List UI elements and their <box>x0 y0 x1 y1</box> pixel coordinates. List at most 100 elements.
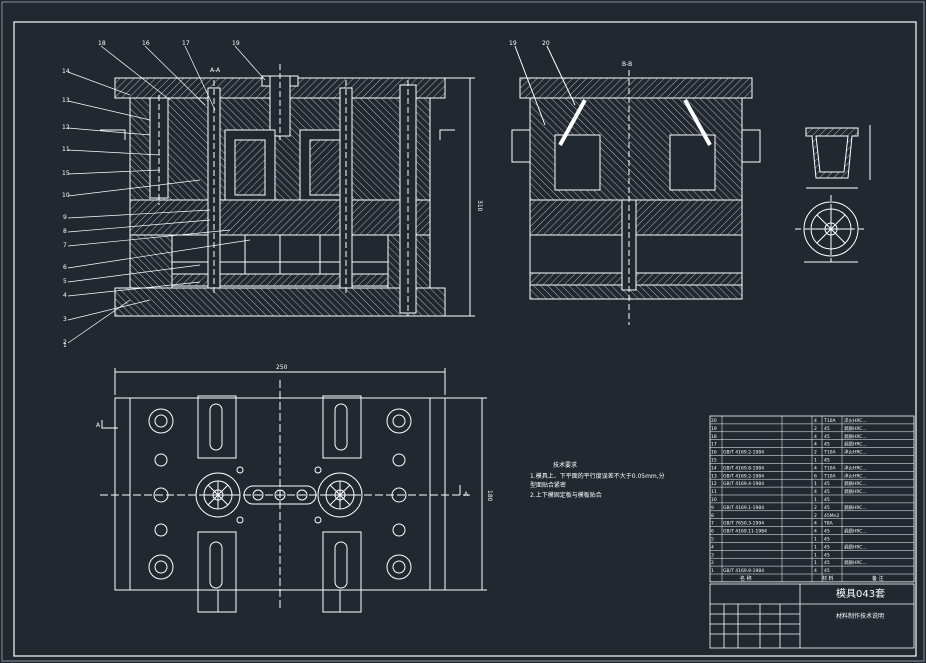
bom-cell: 45 <box>824 537 830 543</box>
bom-cell: 调质HRC... <box>844 433 867 440</box>
callout-19: 19 <box>232 40 240 47</box>
bom-cell: T10A <box>823 473 836 479</box>
tech-notes-line2: 型面贴合紧密 <box>530 481 566 489</box>
tech-notes-title: 技术要求 <box>553 461 577 469</box>
section-bb-labels: B-B 19 20 <box>509 40 632 68</box>
bom-cell: 8 <box>711 513 714 519</box>
callout-2: 2 <box>63 339 67 346</box>
bom-cell: GB/T 4169.2-1984 <box>723 450 764 456</box>
bom-cell: 10 <box>711 497 717 503</box>
bom-cell: 13 <box>711 473 717 479</box>
callout-4: 4 <box>63 292 67 299</box>
technical-requirements: 技术要求 1.模具上、下平面的平行度误差不大于0.05mm,分 型面贴合紧密 2… <box>530 461 665 499</box>
bom-cell: 淬火HRC... <box>844 417 867 424</box>
callout-leaders-left <box>67 45 266 344</box>
label-a-left: A <box>96 422 101 429</box>
bom-cell: 4 <box>814 489 817 495</box>
bom-cell: 20 <box>711 418 717 424</box>
bom-cell: 45 <box>824 505 830 511</box>
bom-cell: 15 <box>711 458 717 464</box>
callout-bb-20: 20 <box>542 40 550 47</box>
bom-cell: 2 <box>814 450 817 456</box>
drawing-inner-border <box>13 21 917 657</box>
bom-cell: GB/T 4169.8-1984 <box>723 568 764 574</box>
callout-5: 5 <box>63 278 67 285</box>
callout-18: 18 <box>98 40 106 47</box>
callout-3: 3 <box>63 316 67 323</box>
bom-cell: T10A <box>823 465 836 471</box>
bom-cell: 45 <box>824 552 830 558</box>
bom-cell: GB/T 4169.4-1984 <box>723 481 764 487</box>
bom-cell: 调质HRC... <box>844 480 867 487</box>
bom-cell: 淬火HRC... <box>844 464 867 471</box>
bom-cell: 1 <box>814 552 817 558</box>
bom-cell: 18 <box>711 434 717 440</box>
bom-cell: 9 <box>711 505 714 511</box>
bom-cell: 45 <box>824 481 830 487</box>
bom-cell: 1 <box>814 537 817 543</box>
bom-cell: GB/T 4169.2-1984 <box>723 473 764 479</box>
bom-header: 备 注 <box>872 575 884 582</box>
bom-cell: 1 <box>814 458 817 464</box>
bom-cell: 4 <box>814 434 817 440</box>
bom-cell: 2 <box>814 505 817 511</box>
part-detail-view <box>795 125 871 263</box>
section-view-aa <box>100 64 475 317</box>
bom-cell: 淬火HRC... <box>844 449 867 456</box>
bom-cell: 2 <box>814 513 817 519</box>
bom-cell: 17 <box>711 442 717 448</box>
bom-cell: 45 <box>824 529 830 535</box>
bom-cell: 2 <box>814 426 817 432</box>
callout-13: 13 <box>62 97 70 104</box>
bom-cell: 1 <box>711 568 714 574</box>
bom-cell: 1 <box>814 497 817 503</box>
callout-bb-19: 19 <box>509 40 517 47</box>
section-aa-label: A-A <box>210 67 221 74</box>
bom-cell: 4 <box>814 521 817 527</box>
product-subtitle: 材料制作技术说明 <box>836 612 884 620</box>
bom-cell: 调质HRC... <box>844 441 867 448</box>
bom-cell: 45Mn2 <box>824 513 839 519</box>
bom-cell: GB/T 7650.3-1994 <box>723 521 764 527</box>
plan-view <box>100 368 487 613</box>
callout-numbers-left: 18 16 17 19 14 13 12 11 15 10 9 8 7 6 5 … <box>62 40 483 349</box>
title-block <box>709 583 915 649</box>
callout-7: 7 <box>63 242 67 249</box>
bom-cell: GB/T 4169.11-1984 <box>723 529 767 535</box>
bom-cell: 淬火HRC... <box>844 472 867 479</box>
bom-cell: 4 <box>711 544 714 550</box>
bom-cell: 16 <box>711 450 717 456</box>
bom-cell: 4 <box>814 442 817 448</box>
bom-cell: 调质HRC... <box>844 504 867 511</box>
bom-cell: 4 <box>814 418 817 424</box>
bom-cell: 45 <box>824 568 830 574</box>
bom-cell: T10A <box>823 450 836 456</box>
bom-cell: T10A <box>823 418 836 424</box>
bom-cell: 3 <box>711 552 714 558</box>
dimension-right-top: 310 <box>476 200 483 212</box>
bom-cell: 调质HRC... <box>844 425 867 432</box>
bom-cell: 调质HRC... <box>844 528 867 535</box>
bom-cell: 45 <box>824 560 830 566</box>
bom-cell: 5 <box>711 537 714 543</box>
callout-12: 12 <box>62 124 70 131</box>
bom-cell: 4 <box>814 465 817 471</box>
bom-cell: 1 <box>814 544 817 550</box>
bom-cell: 11 <box>711 489 717 495</box>
plan-view-labels: 250 180 A A <box>96 364 493 502</box>
bom-cell: 45 <box>824 442 830 448</box>
dimension-top: 250 <box>276 364 288 371</box>
tech-notes-line1: 1.模具上、下平面的平行度误差不大于0.05mm,分 <box>530 472 665 480</box>
bom-header: 材 料 <box>822 575 834 582</box>
bom-header: 名 称 <box>740 575 752 582</box>
section-view-bb <box>511 45 761 325</box>
callout-14: 14 <box>62 68 70 75</box>
bom-cell: 4 <box>814 529 817 535</box>
bom-cell: GB/T 4169.1-1984 <box>723 505 764 511</box>
bom-cell: 45 <box>824 426 830 432</box>
callout-8: 8 <box>63 228 67 235</box>
bom-cell: 45 <box>824 544 830 550</box>
bom-cell: 7 <box>711 521 714 527</box>
